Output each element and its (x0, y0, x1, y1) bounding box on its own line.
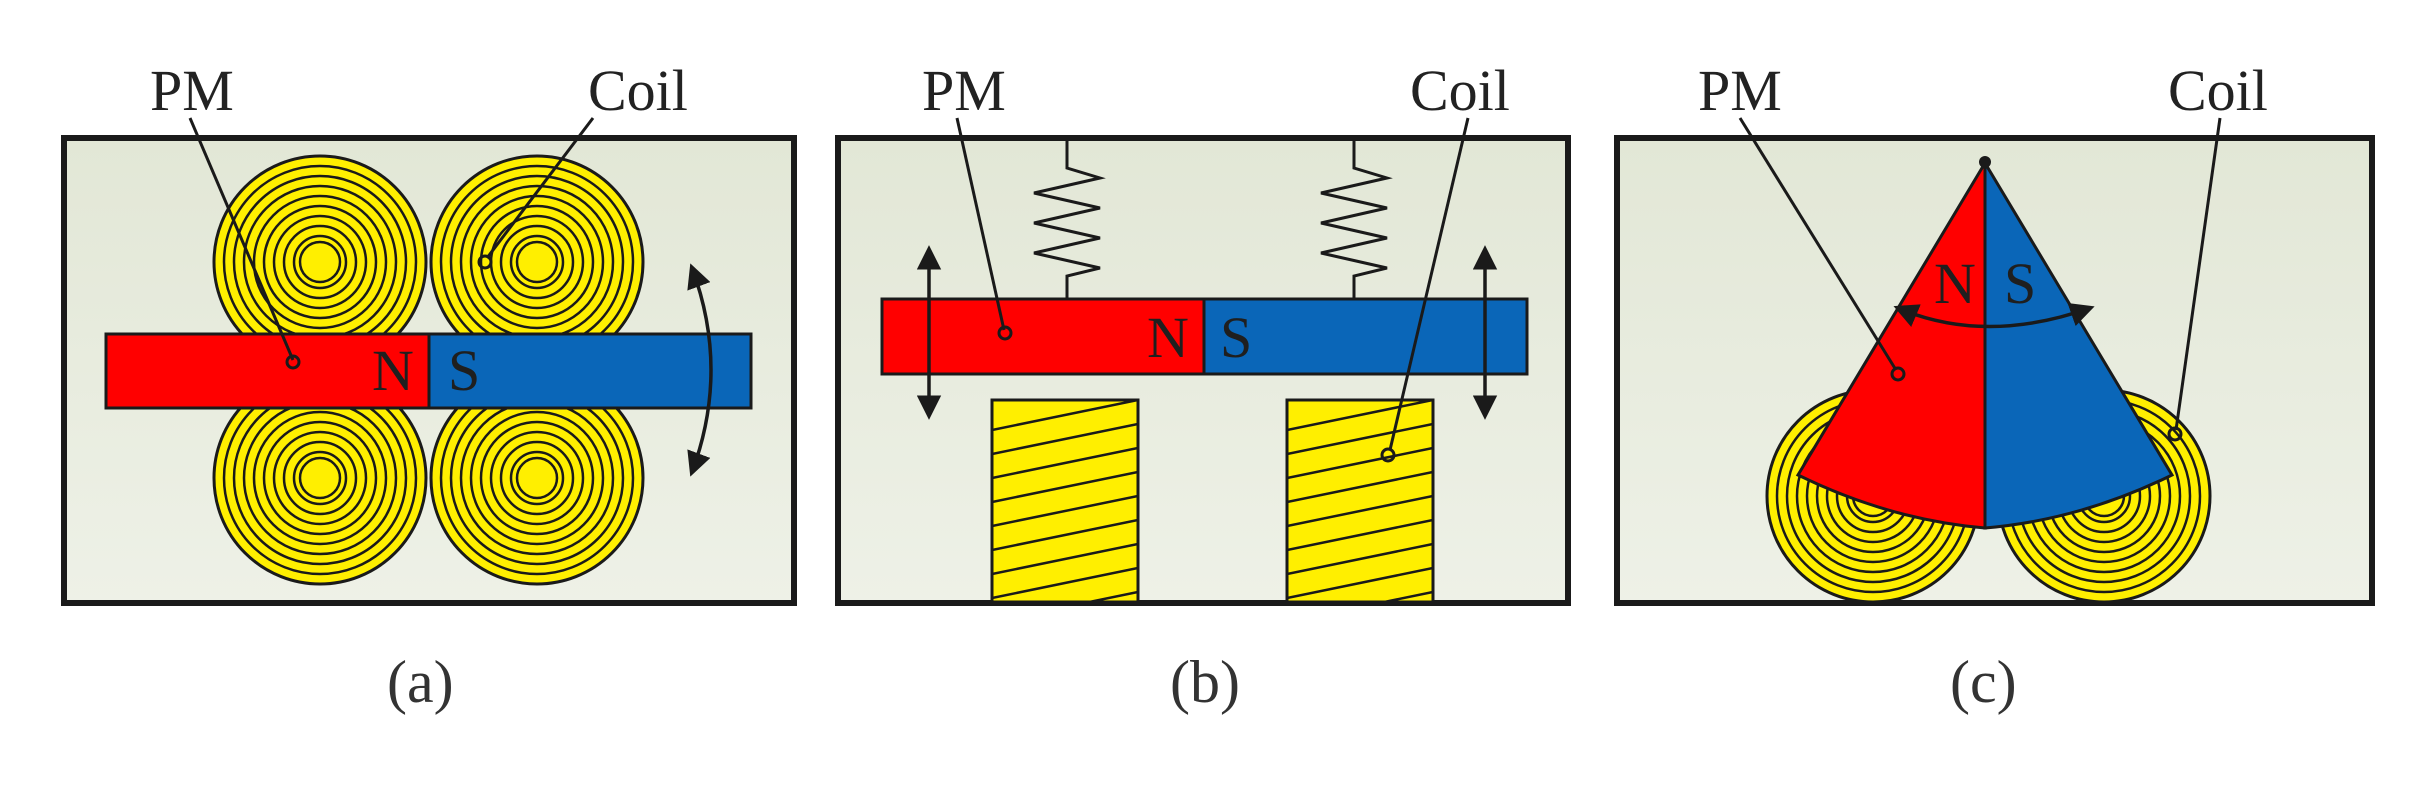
coil-ring (499, 224, 575, 300)
magnet-b-north-label: N (1147, 305, 1189, 370)
magnet-c-south-label: S (2004, 251, 2036, 316)
coil-winding (1287, 400, 1433, 432)
coil-ring (272, 430, 368, 526)
coil-winding (992, 400, 1138, 432)
coil-winding (1287, 470, 1433, 504)
magnet-b-south (1202, 297, 1529, 376)
coil-winding (1287, 494, 1433, 528)
pm-label-c: PM (1698, 58, 1782, 123)
coil-ring (292, 234, 348, 290)
caption-c: (c) (1950, 649, 2017, 715)
coil-winding (1378, 590, 1433, 602)
coil-ring (509, 234, 565, 290)
coil-core (298, 456, 342, 500)
coil-ring (262, 204, 378, 320)
pm-leader-a-dot (285, 354, 301, 370)
coil-ring (479, 420, 595, 536)
pm-leader-c-dot (1890, 366, 1906, 382)
caption-b: (b) (1170, 649, 1240, 715)
pm-label-a: PM (150, 58, 234, 123)
coil-winding (992, 422, 1138, 456)
coil-winding (992, 446, 1138, 480)
coil-ring (252, 410, 388, 546)
coil-winding (992, 494, 1138, 528)
pm-leader-a (188, 117, 295, 361)
magnet-a-north-label: N (372, 338, 414, 403)
coil-ring (282, 224, 358, 300)
coil-label-a: Coil (588, 58, 688, 123)
coil-ring (262, 420, 378, 536)
coil-b-left (990, 398, 1140, 646)
coil-a-bottom-right (429, 370, 645, 586)
coil-leader-a-dot (477, 254, 493, 270)
spring-b-right-icon (1320, 138, 1393, 299)
coil-leader-c (2174, 117, 2222, 431)
coil-leader-b-dot (1380, 447, 1396, 463)
rotation-arrow-c-icon (1893, 302, 2095, 329)
coil-winding (992, 542, 1138, 576)
coil-core (298, 240, 342, 284)
pm-label-b: PM (922, 58, 1006, 123)
coil-a-top-right (429, 154, 645, 370)
coil-winding (1287, 518, 1433, 552)
panel-b: N S PM Coil (b) (835, 58, 1571, 715)
coil-ring (479, 204, 595, 320)
coil-ring (252, 194, 388, 330)
magnet-c-north-label: N (1934, 251, 1976, 316)
rotation-arrow-a-icon (687, 263, 713, 477)
pm-leader-c (1738, 117, 1898, 371)
coil-winding (992, 518, 1138, 552)
pm-leader-b-dot (997, 325, 1013, 341)
coil-label-b: Coil (1410, 58, 1510, 123)
coil-label-c: Coil (2168, 58, 2268, 123)
coil-core (515, 456, 559, 500)
coil-winding (992, 616, 1138, 646)
coil-ring (272, 214, 368, 310)
coil-ring (282, 440, 358, 516)
coil-leader-a (485, 117, 595, 259)
coil-a-bottom-left (212, 370, 428, 586)
magnet-a-south-label: S (448, 338, 480, 403)
coil-winding (1287, 566, 1433, 600)
magnet-c-south (1983, 157, 2175, 530)
coil-ring (509, 450, 565, 506)
caption-a: (a) (387, 649, 454, 715)
magnet-b-south-label: S (1220, 305, 1252, 370)
magnet-c-north (1795, 157, 1987, 530)
spring-b-left-icon (1033, 138, 1106, 299)
coil-leader-b (1388, 117, 1470, 451)
coil-ring (469, 194, 605, 330)
panel-c: N S PM Coil (c) (1614, 58, 2375, 715)
coil-ring (489, 430, 585, 526)
coil-b-right (1285, 398, 1435, 646)
coil-winding (1287, 542, 1433, 576)
coil-winding (1083, 590, 1138, 602)
coil-winding (992, 470, 1138, 504)
coil-winding (992, 566, 1138, 600)
coil-winding (1287, 422, 1433, 456)
coil-ring (292, 450, 348, 506)
coil-ring (499, 440, 575, 516)
coil-winding (1287, 616, 1433, 646)
pivot-c (1979, 156, 1991, 168)
panel-a: N S PM Coil (a) (61, 58, 797, 715)
coil-core (515, 240, 559, 284)
coil-leader-c-dot (2167, 426, 2183, 442)
coil-ring (469, 410, 605, 546)
coil-winding (1287, 446, 1433, 480)
pm-leader-b (955, 117, 1006, 331)
